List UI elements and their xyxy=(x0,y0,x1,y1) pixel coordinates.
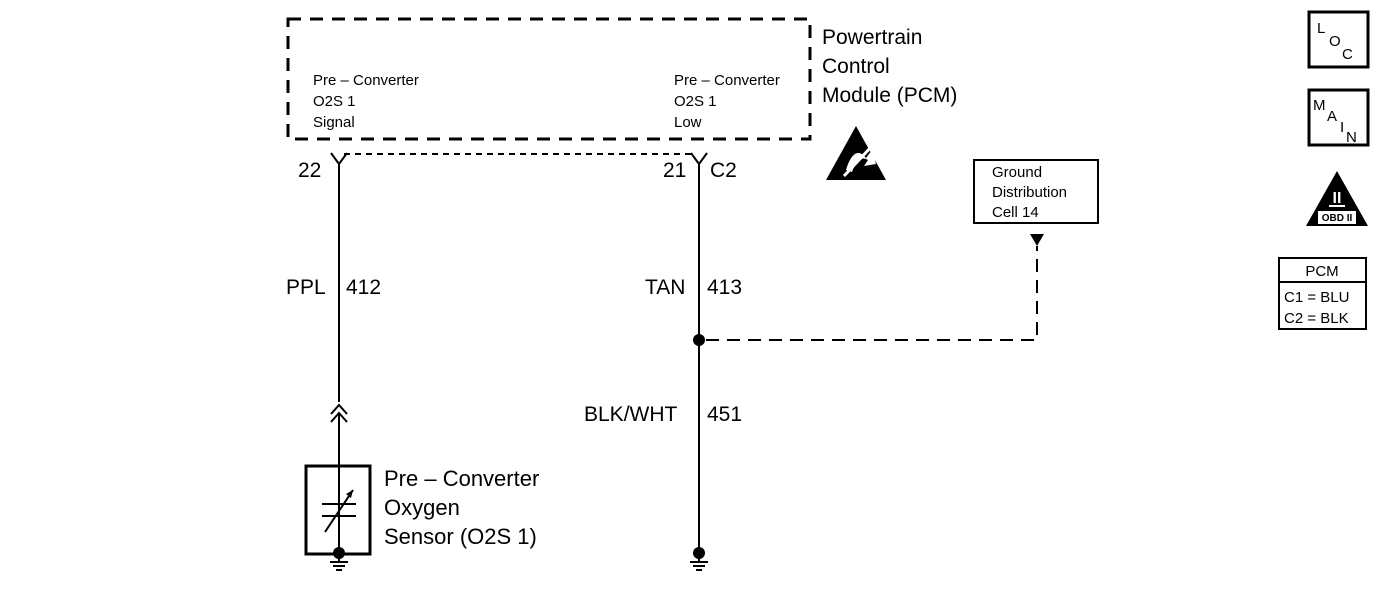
svg-text:II: II xyxy=(1333,190,1342,207)
low-wire-circuit: 413 xyxy=(707,276,742,299)
sensor-ground-icon xyxy=(330,553,348,571)
pcm-title-line-2: Control xyxy=(822,55,890,78)
pcm-title-line-3: Module (PCM) xyxy=(822,84,957,107)
signal-label-line-1: Pre – Converter xyxy=(313,72,419,89)
pin-22-terminal xyxy=(330,152,348,166)
connector-c2-label: C2 xyxy=(710,159,737,182)
ground-distribution-line-3: Cell 14 xyxy=(992,204,1039,221)
sensor-label-line-1: Pre – Converter xyxy=(384,466,539,491)
pcm-title-line-1: Powertrain xyxy=(822,26,922,49)
ground-wire-color: BLK/WHT xyxy=(584,403,678,426)
svg-text:C: C xyxy=(1342,46,1353,63)
pin-21-number: 21 xyxy=(663,159,686,182)
ground-distribution-line-1: Ground xyxy=(992,164,1042,181)
svg-text:OBD II: OBD II xyxy=(1322,213,1353,224)
inline-connector-chevron-upper xyxy=(330,403,348,415)
low-label-line-1: Pre – Converter xyxy=(674,72,780,89)
svg-text:I: I xyxy=(1340,119,1344,136)
loc-icon: L O C xyxy=(1307,10,1370,69)
pcm-module-box xyxy=(286,17,812,141)
sensor-label-line-2: Oxygen xyxy=(384,495,460,520)
svg-text:L: L xyxy=(1317,20,1325,37)
ground-distribution-line-2: Distribution xyxy=(992,184,1067,201)
esd-sensitive-icon xyxy=(826,126,886,180)
pcm-legend-row-c2: C2 = BLK xyxy=(1284,310,1349,327)
pin-21-terminal xyxy=(690,152,708,166)
obd-ii-icon: II OBD II xyxy=(1306,171,1368,226)
low-label-line-3: Low xyxy=(674,114,702,131)
main-icon: M A I N xyxy=(1307,88,1370,147)
pcm-legend-title: PCM xyxy=(1305,263,1338,280)
pcm-legend-row-c1: C1 = BLU xyxy=(1284,289,1349,306)
signal-label-line-3: Signal xyxy=(313,114,355,131)
ground-distribution-box xyxy=(973,159,1099,224)
low-wire-color: TAN xyxy=(645,276,685,299)
sensor-label-line-3: Sensor (O2S 1) xyxy=(384,524,537,549)
svg-text:M: M xyxy=(1313,97,1326,114)
svg-text:O: O xyxy=(1329,33,1341,50)
signal-wire-circuit: 412 xyxy=(346,276,381,299)
inline-connector-chevron-lower xyxy=(330,411,348,423)
ground-wire-circuit: 451 xyxy=(707,403,742,426)
variable-resistor-symbol xyxy=(322,470,356,548)
ground-wire-ground-icon xyxy=(690,553,708,571)
pcm-connector-legend: PCM C1 = BLU C2 = BLK xyxy=(1278,257,1367,330)
signal-wire-color: PPL xyxy=(286,276,326,299)
pin-22-number: 22 xyxy=(298,159,321,182)
signal-label-line-2: O2S 1 xyxy=(313,93,356,110)
svg-text:A: A xyxy=(1327,108,1337,125)
ground-distribution-arrow xyxy=(1030,234,1044,246)
ground-distribution-dashed-path xyxy=(706,246,1038,341)
svg-text:N: N xyxy=(1346,129,1357,146)
low-label-line-2: O2S 1 xyxy=(674,93,717,110)
